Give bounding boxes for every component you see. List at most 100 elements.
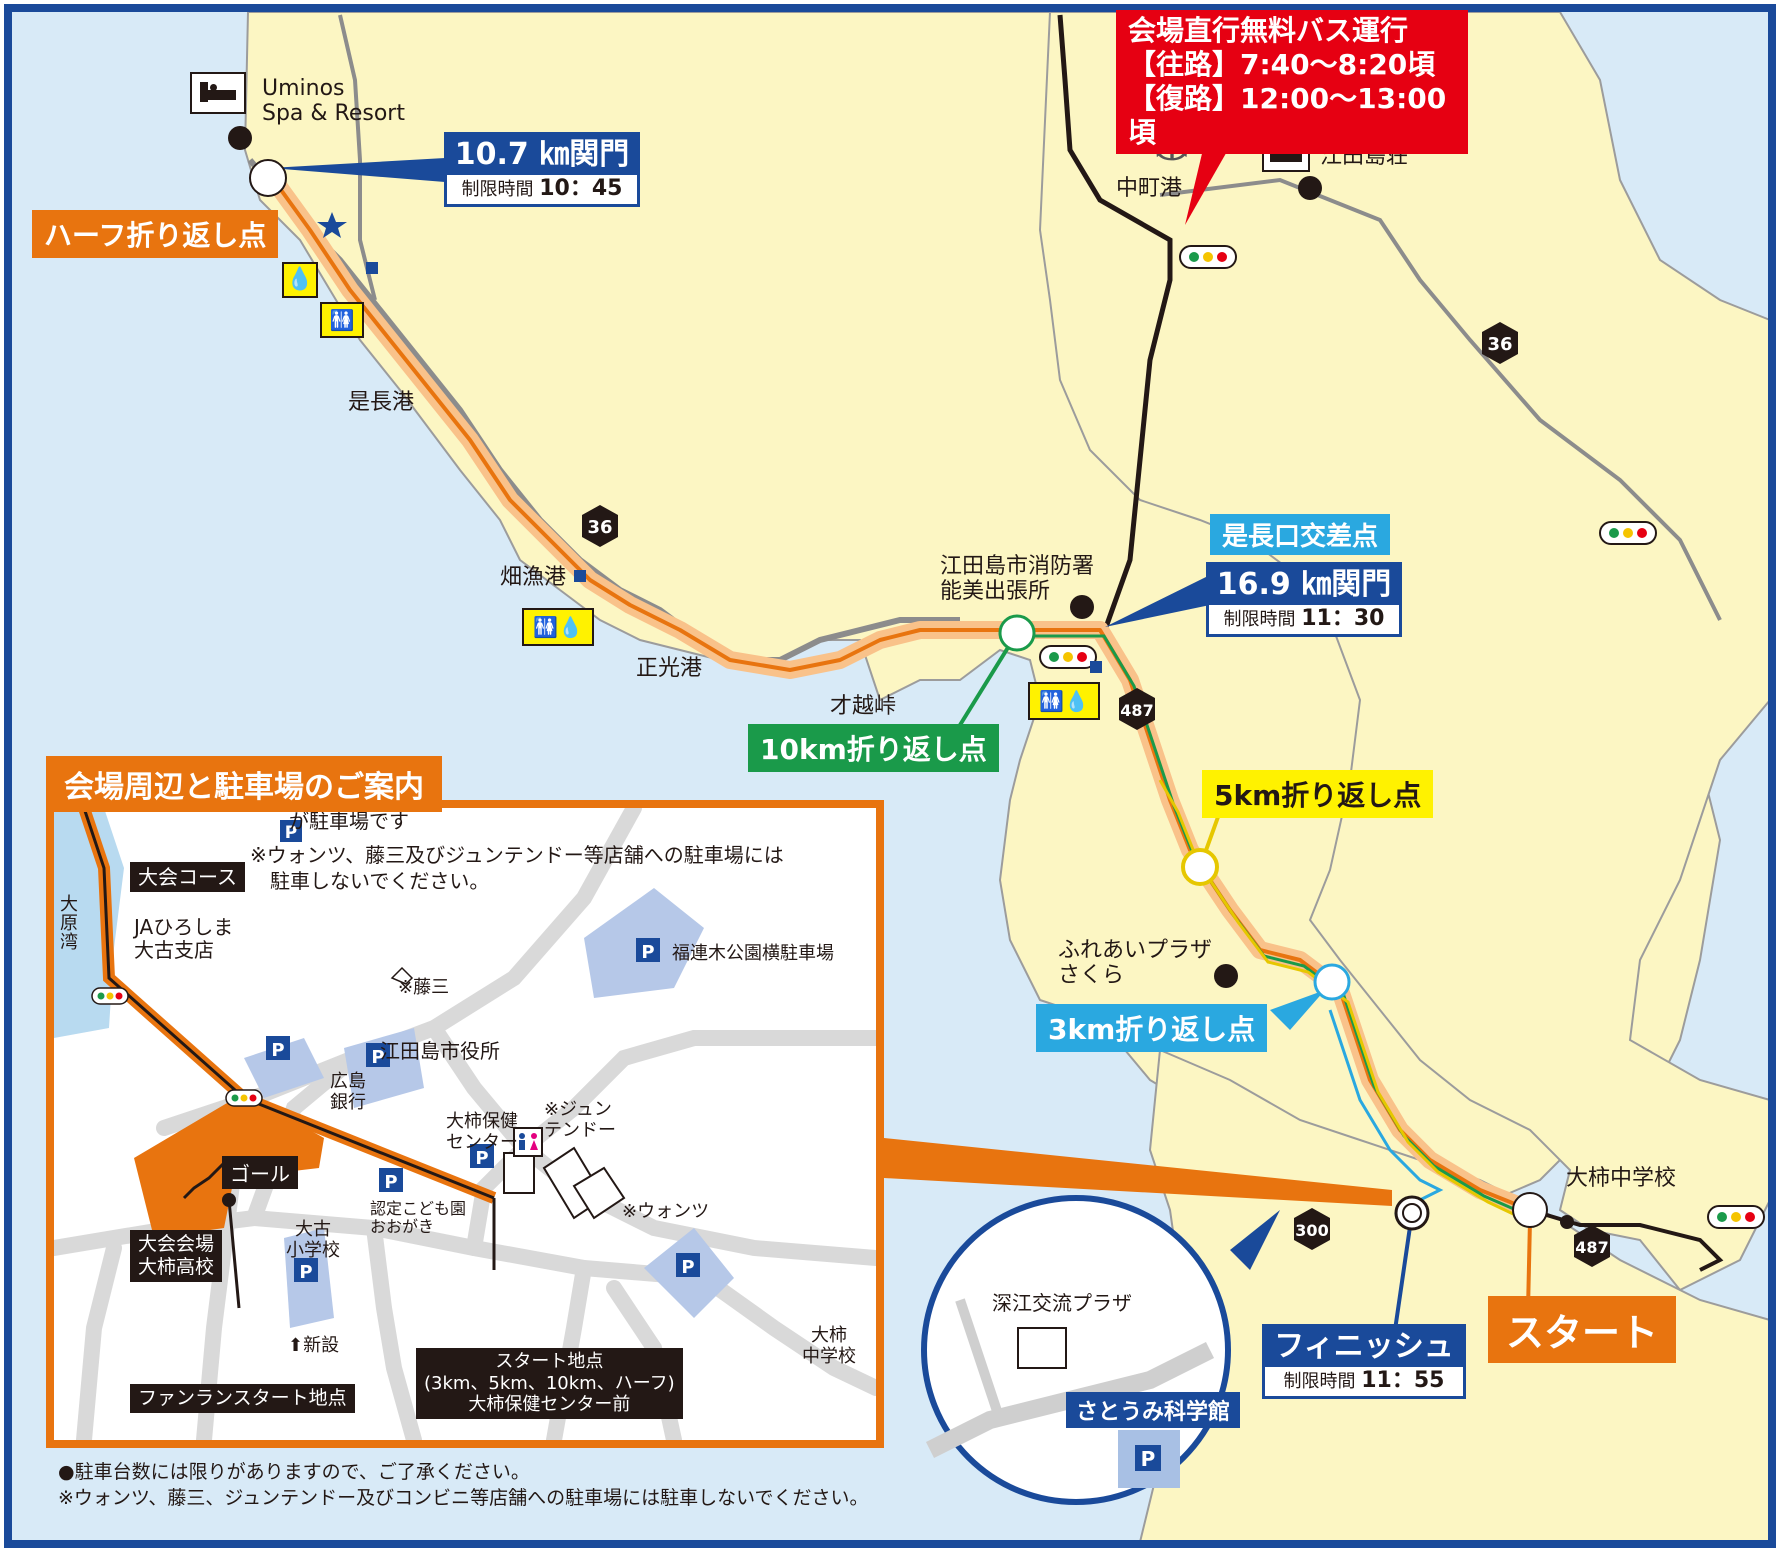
- kodomoen-label: 認定こども園 おおがき: [370, 1199, 467, 1237]
- parking-icon: [294, 1258, 318, 1282]
- svg-text:36: 36: [587, 517, 612, 538]
- building: [390, 966, 414, 985]
- finish-pointer: [1393, 1212, 1414, 1331]
- bus-notice-line3: 【復路】12:00～13:00頃: [1128, 82, 1447, 149]
- korenaga-junction-label: 是長口交差点: [1210, 514, 1391, 555]
- fureai-plaza-dot: [1214, 964, 1238, 988]
- map-frame: [4, 4, 1776, 1548]
- route-36-shield-a: 36: [582, 505, 618, 547]
- footnote-line2: ※ウォンツ、藤三、ジュンテンドー及びコンビニ等店舗への駐車場には駐車しないでくだ…: [58, 1487, 869, 1509]
- svg-text:487: 487: [1120, 701, 1153, 720]
- inset-warning-line1: ※ウォンツ、藤三及びジュンテンドー等店舗への駐車場には: [250, 843, 784, 867]
- goal-arrow: [182, 1156, 231, 1200]
- svg-text:P: P: [641, 942, 654, 963]
- venue-inset: P P P P P P P: [46, 800, 884, 1448]
- bus-notice-line1: 会場直行無料バス運行: [1128, 14, 1409, 47]
- route-487-shield-a: 487: [1119, 688, 1155, 730]
- toilet-icon: [513, 1127, 543, 1157]
- turn-5k-label: 5km折り返し点: [1202, 770, 1434, 818]
- funrun-pointer: [227, 1199, 241, 1309]
- footnote-line1: ●駐車台数には限りがありますので、ご了承ください。: [58, 1461, 530, 1483]
- inset-course-core: [82, 808, 495, 1200]
- inset-parking-note: が駐車場です: [289, 809, 409, 833]
- gate-finish: フィニッシュ 制限時間 11：55: [1262, 1324, 1466, 1399]
- route-300-shield: 300: [1294, 1208, 1330, 1250]
- city-hall-label: 江田島市役所: [380, 1039, 500, 1063]
- fire-station-label: 江田島市消防署 能美出張所: [940, 554, 1095, 605]
- gate-169: 16.9 ㎞関門 制限時間 11：30: [1206, 562, 1402, 637]
- parking-lot: [244, 1038, 324, 1098]
- shoko-port-label: 正光港: [636, 656, 703, 681]
- water-station-icon: 💧: [282, 262, 318, 298]
- start-circle: [1512, 1192, 1548, 1228]
- svg-text:P: P: [475, 1148, 488, 1169]
- juntendo-label: ※ジュン テンドー: [544, 1099, 616, 1141]
- building: [503, 1152, 535, 1194]
- etajima-so-dot: [1298, 176, 1322, 200]
- inset-title: 会場周辺と駐車場のご案内: [46, 756, 442, 812]
- hotel-icon: [190, 72, 246, 114]
- parking-icon: [676, 1253, 700, 1277]
- finish-limit-time: 11：55: [1361, 1368, 1445, 1393]
- gate-107-title: 10.7 ㎞関門: [447, 135, 637, 175]
- traffic-signal-icon: [91, 987, 129, 1005]
- fujisan-label: ※藤三: [398, 977, 450, 998]
- star-icon: [317, 212, 347, 238]
- route-487-shield-b: 487: [1574, 1225, 1610, 1267]
- fureai-plaza-label: ふれあいプラザ さくら: [1058, 938, 1213, 989]
- parking-icon: [266, 1036, 290, 1060]
- goal-label: ゴール: [222, 1156, 298, 1189]
- bus-notice-line2: 【往路】7:40～8:20頃: [1128, 48, 1436, 81]
- half-turn-label: ハーフ折り返し点: [32, 210, 279, 258]
- traffic-signal-icon: [1179, 245, 1237, 269]
- start-label: スタート: [1488, 1296, 1677, 1363]
- svg-text:P: P: [271, 1040, 284, 1061]
- svg-text:300: 300: [1295, 1221, 1328, 1240]
- start-point-label: スタート地点 (3km、5km、10km、ハーフ) 大柿保健センター前: [416, 1348, 683, 1419]
- toilet-station-icon: 🚻: [320, 302, 364, 338]
- traffic-signal-icon: [1707, 1205, 1765, 1229]
- parking-icon: [379, 1168, 403, 1192]
- satoumi-inset: P: [921, 1195, 1231, 1505]
- gate-169-limit-label: 制限時間: [1223, 609, 1296, 630]
- finish-circle-inner: [1402, 1203, 1422, 1223]
- fire-station-dot: [1070, 595, 1094, 619]
- gate-169-title: 16.9 ㎞関門: [1209, 565, 1399, 605]
- parking-icon: [366, 1043, 390, 1067]
- svg-text:P: P: [384, 1172, 397, 1193]
- inset-callout-wedge: [884, 1138, 1392, 1206]
- inland-road: [338, 14, 377, 301]
- uminos-dot: [228, 126, 252, 150]
- bus-road: [1057, 14, 1173, 631]
- satoumi-pointer: [1230, 1210, 1280, 1270]
- turn-3k-circle: [1313, 963, 1351, 1001]
- traffic-signal-icon: [1599, 521, 1657, 545]
- turn-10k-circle: [998, 614, 1036, 652]
- finish-limit-label: 制限時間: [1283, 1371, 1356, 1392]
- gate-107-limit-time: 10：45: [539, 176, 623, 201]
- svg-text:36: 36: [1487, 334, 1512, 355]
- turn-10k-label: 10km折り返し点: [748, 724, 999, 772]
- fukuren-parking-label: 福連木公園横駐車場: [672, 943, 834, 964]
- aid-station-marker: [574, 570, 586, 582]
- funrun-start-label: ファンランスタート地点: [130, 1384, 355, 1413]
- satoumi-museum-label: さとうみ科学館: [1066, 1392, 1241, 1428]
- oko-elementary-label: 大古 小学校: [286, 1219, 340, 1261]
- wants-label: ※ウォンツ: [622, 1201, 710, 1222]
- korenaga-port-label: 是長港: [348, 390, 415, 415]
- fukae-plaza-label: 深江交流プラザ: [992, 1291, 1132, 1315]
- svg-text:P: P: [371, 1047, 384, 1068]
- ohara-bay-label: 大 原 湾: [60, 894, 78, 953]
- gate-169-limit-time: 11：30: [1301, 606, 1385, 631]
- venue-label: 大会会場 大柿高校: [130, 1230, 223, 1282]
- building: [572, 1166, 626, 1220]
- uminos-label: Uminos Spa & Resort: [262, 76, 405, 127]
- bus-notice: 会場直行無料バス運行 【往路】7:40～8:20頃 【復路】12:00～13:0…: [1116, 10, 1468, 154]
- route-36-shield-b: 36: [1482, 322, 1518, 364]
- half-turn-circle: [249, 159, 287, 197]
- gate-107: 10.7 ㎞関門 制限時間 10：45: [444, 132, 640, 207]
- parking-icon: [636, 938, 660, 962]
- inset-warning-line2: 駐車しないでください。: [270, 869, 490, 893]
- aid-station-marker: [1090, 661, 1102, 673]
